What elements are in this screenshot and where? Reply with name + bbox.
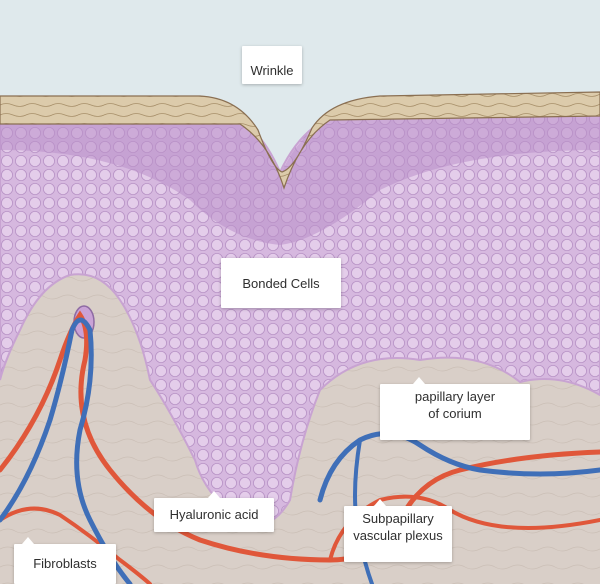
stratum-granulosum [0,112,600,245]
fibroblasts-label: Fibroblasts [14,537,116,584]
wrinkle-label: Wrinkle [242,46,302,84]
papillary-layer-label: papillary layer of corium [380,377,530,440]
label-pointer [22,537,34,544]
fibroblasts-label-text: Fibroblasts [33,556,97,571]
wrinkle-label-text: Wrinkle [250,63,294,78]
papillary-layer-label-line1: papillary layer [414,389,496,404]
bonded-cells-label-text: Bonded Cells [242,276,320,291]
bonded-cells-label: Bonded Cells [221,258,341,308]
label-pointer [374,499,386,506]
subpapillary-plexus-label-line1: Subpapillary [362,511,434,526]
hyaluronic-acid-label: Hyaluronic acid [154,491,274,532]
stratum-corneum [0,91,600,190]
label-pointer [413,377,425,384]
subpapillary-plexus-label-line2: vascular plexus [353,528,443,543]
papillary-layer-label-line2: of corium [428,406,482,421]
vein-right [317,431,600,503]
vein [0,317,133,584]
hyaluronic-acid-label-text: Hyaluronic acid [169,507,259,522]
artery-branch-left [0,506,152,584]
subpapillary-plexus-label: Subpapillary vascular plexus [344,499,452,562]
label-pointer [208,491,220,498]
